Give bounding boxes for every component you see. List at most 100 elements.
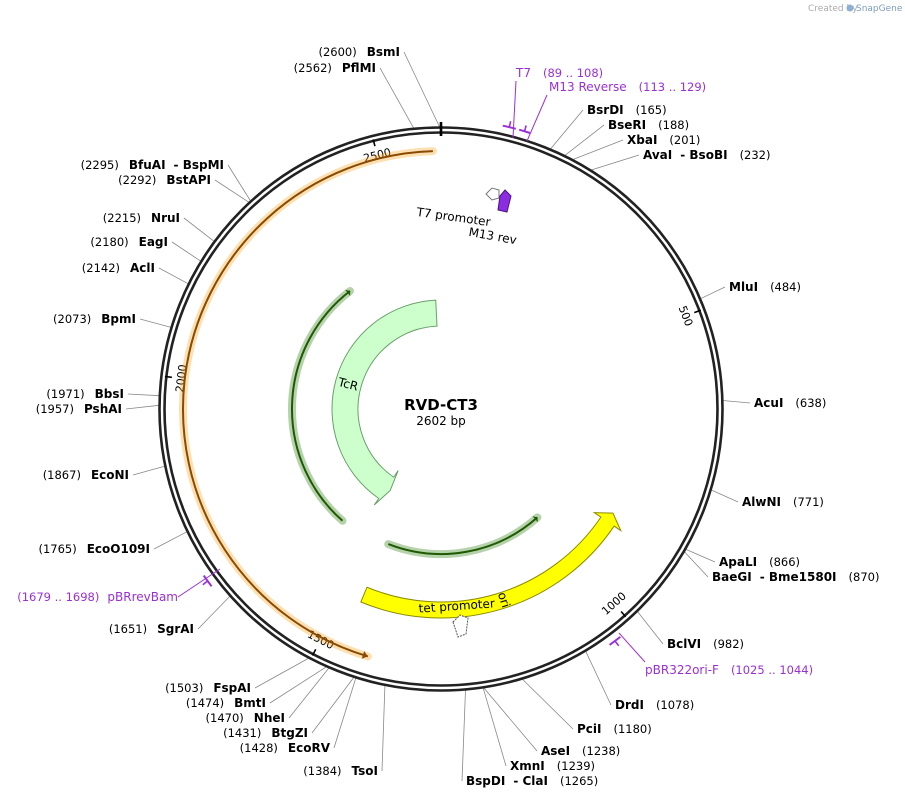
watermark-prefix: Created by xyxy=(808,4,858,14)
site-label-bsmi: (2600)BsmI xyxy=(318,45,400,59)
site-label-bspdi: BspDI- ClaI(1265) xyxy=(466,774,598,788)
leader-bsmi xyxy=(403,51,440,128)
site-label-acli: (2142)AclI xyxy=(82,261,155,275)
tick-mark-1500 xyxy=(311,648,317,656)
leader-avai xyxy=(590,154,640,171)
backbone xyxy=(158,122,724,692)
primer-label-m13-reverse: M13 Reverse(113 .. 129) xyxy=(549,80,706,94)
site-label-acui: AcuI(638) xyxy=(754,396,826,410)
feature-tcr xyxy=(331,299,438,506)
site-label-xmni: XmnI(1239) xyxy=(510,759,595,773)
site-label-pshai: (1957)PshAI xyxy=(36,402,122,416)
primer-leader xyxy=(526,94,548,142)
feature-label-m13-rev: M13 rev xyxy=(468,225,518,247)
site-label-eagi: (2180)EagI xyxy=(90,235,168,249)
plasmid-length: 2602 bp xyxy=(416,414,466,428)
leader-bpmi xyxy=(139,318,172,328)
primer-mark-pbr322ori-f xyxy=(609,636,621,646)
site-label-bseri: BseRI(188) xyxy=(608,118,689,132)
leader-mlui xyxy=(700,286,726,300)
primer-leader xyxy=(512,80,517,139)
site-label-pflmi: (2562)PflMI xyxy=(294,61,376,75)
feature-label-tet-promoter: tet promoter xyxy=(418,596,495,615)
site-label-ecorv: (1428)EcoRV xyxy=(240,741,331,755)
leader-xmni xyxy=(482,687,507,767)
site-label-mlui: MluI(484) xyxy=(729,280,801,294)
primer-leader xyxy=(618,632,646,663)
site-label-fspai: (1503)FspAI xyxy=(165,681,251,695)
site-label-xbai: XbaI(201) xyxy=(627,133,700,147)
watermark-brand: SnapGene xyxy=(856,4,903,14)
leader-nrui xyxy=(183,217,215,242)
site-label-avai: AvaI- BsoBI(232) xyxy=(643,148,771,162)
tick-label-1000: 1000 xyxy=(599,589,629,617)
tick-mark-1000 xyxy=(620,610,627,618)
plasmid-name: RVD-CT3 xyxy=(404,396,478,414)
leader-asei xyxy=(483,687,538,752)
site-label-nrui: (2215)NruI xyxy=(103,211,180,225)
orf-arc xyxy=(182,150,433,658)
primer-tick xyxy=(202,580,209,586)
feature-label-t7-promoter: T7 promoter xyxy=(415,205,492,229)
site-label-bbsi: (1971)BbsI xyxy=(46,387,124,401)
tick-mark-2000 xyxy=(164,375,172,379)
primer-tick xyxy=(508,121,512,128)
primer-mark-pbrrevbam xyxy=(202,575,213,587)
site-leader-lines xyxy=(125,51,751,782)
leader-acui xyxy=(722,400,751,404)
leader-fspai xyxy=(254,657,309,689)
leader-bbsi xyxy=(127,393,160,397)
site-label-nhei: (1470)NheI xyxy=(206,711,285,725)
leader-tsoi xyxy=(381,685,386,772)
feature-m13-rev xyxy=(497,189,512,213)
leader-eagi xyxy=(171,241,202,262)
site-label-baegi: BaeGI- Bme1580I(870) xyxy=(712,570,879,584)
site-label-btgzi: (1431)BtgZI xyxy=(223,726,308,740)
site-label-bpmi: (2073)BpmI xyxy=(53,312,136,326)
orf-arc xyxy=(291,290,351,522)
site-label-econi: (1867)EcoNI xyxy=(43,468,129,482)
orf-arrowhead xyxy=(361,651,368,659)
site-label-asei: AseI(1238) xyxy=(541,744,620,758)
leader-pflmi xyxy=(379,67,415,129)
orf-arcs xyxy=(179,147,542,661)
orf-arrowhead xyxy=(532,516,538,523)
primer-label-pbr322ori-f: pBR322ori-F(1025 .. 1044) xyxy=(645,663,813,677)
site-label-ecoo109i: (1765)EcoO109I xyxy=(38,542,150,556)
leader-drdi xyxy=(585,650,612,706)
leader-sgrai xyxy=(197,595,231,630)
leader-apali xyxy=(685,548,716,563)
leader-bsrdi xyxy=(550,109,584,150)
leader-pshai xyxy=(125,404,160,410)
site-labels: (2600)BsmI(2562)PflMIBsrDI(165)BseRI(188… xyxy=(36,45,880,788)
feature-tet-promoter xyxy=(452,614,469,638)
feature-label-tcr: TcR xyxy=(336,375,360,394)
primer-tick xyxy=(523,125,527,132)
orf-arc xyxy=(387,516,539,555)
feature-ori xyxy=(360,512,622,619)
site-label-apali: ApaLI(866) xyxy=(719,555,800,569)
site-label-drdi: DrdI(1078) xyxy=(615,698,694,712)
orf-glow xyxy=(179,147,437,661)
snapgene-watermark: Created by SnapGene xyxy=(808,4,903,14)
primer-marks: T7(89 .. 108)M13 Reverse(113 .. 129) pBR3… xyxy=(17,66,813,677)
primer-label-t7: T7(89 .. 108) xyxy=(515,66,603,80)
leader-pcii xyxy=(521,678,574,730)
leader-bfuai xyxy=(227,164,251,202)
primer-mark-t7 xyxy=(502,124,517,130)
leader-ecorv xyxy=(333,677,357,749)
leader-econi xyxy=(132,465,166,476)
tick-label-500: 500 xyxy=(676,304,696,328)
leader-xbai xyxy=(572,139,624,160)
site-label-sgrai: (1651)SgrAI xyxy=(109,622,194,636)
tick-mark-500 xyxy=(694,309,702,314)
leader-acli xyxy=(158,267,189,285)
leader-nhei xyxy=(288,667,330,719)
site-label-bclvi: BclVI(982) xyxy=(667,637,744,651)
leader-bclvi xyxy=(637,611,664,645)
leader-btgzi xyxy=(311,676,355,734)
leader-bstapi xyxy=(214,179,250,203)
orf-glow xyxy=(384,513,542,558)
leader-baegi xyxy=(684,551,709,578)
